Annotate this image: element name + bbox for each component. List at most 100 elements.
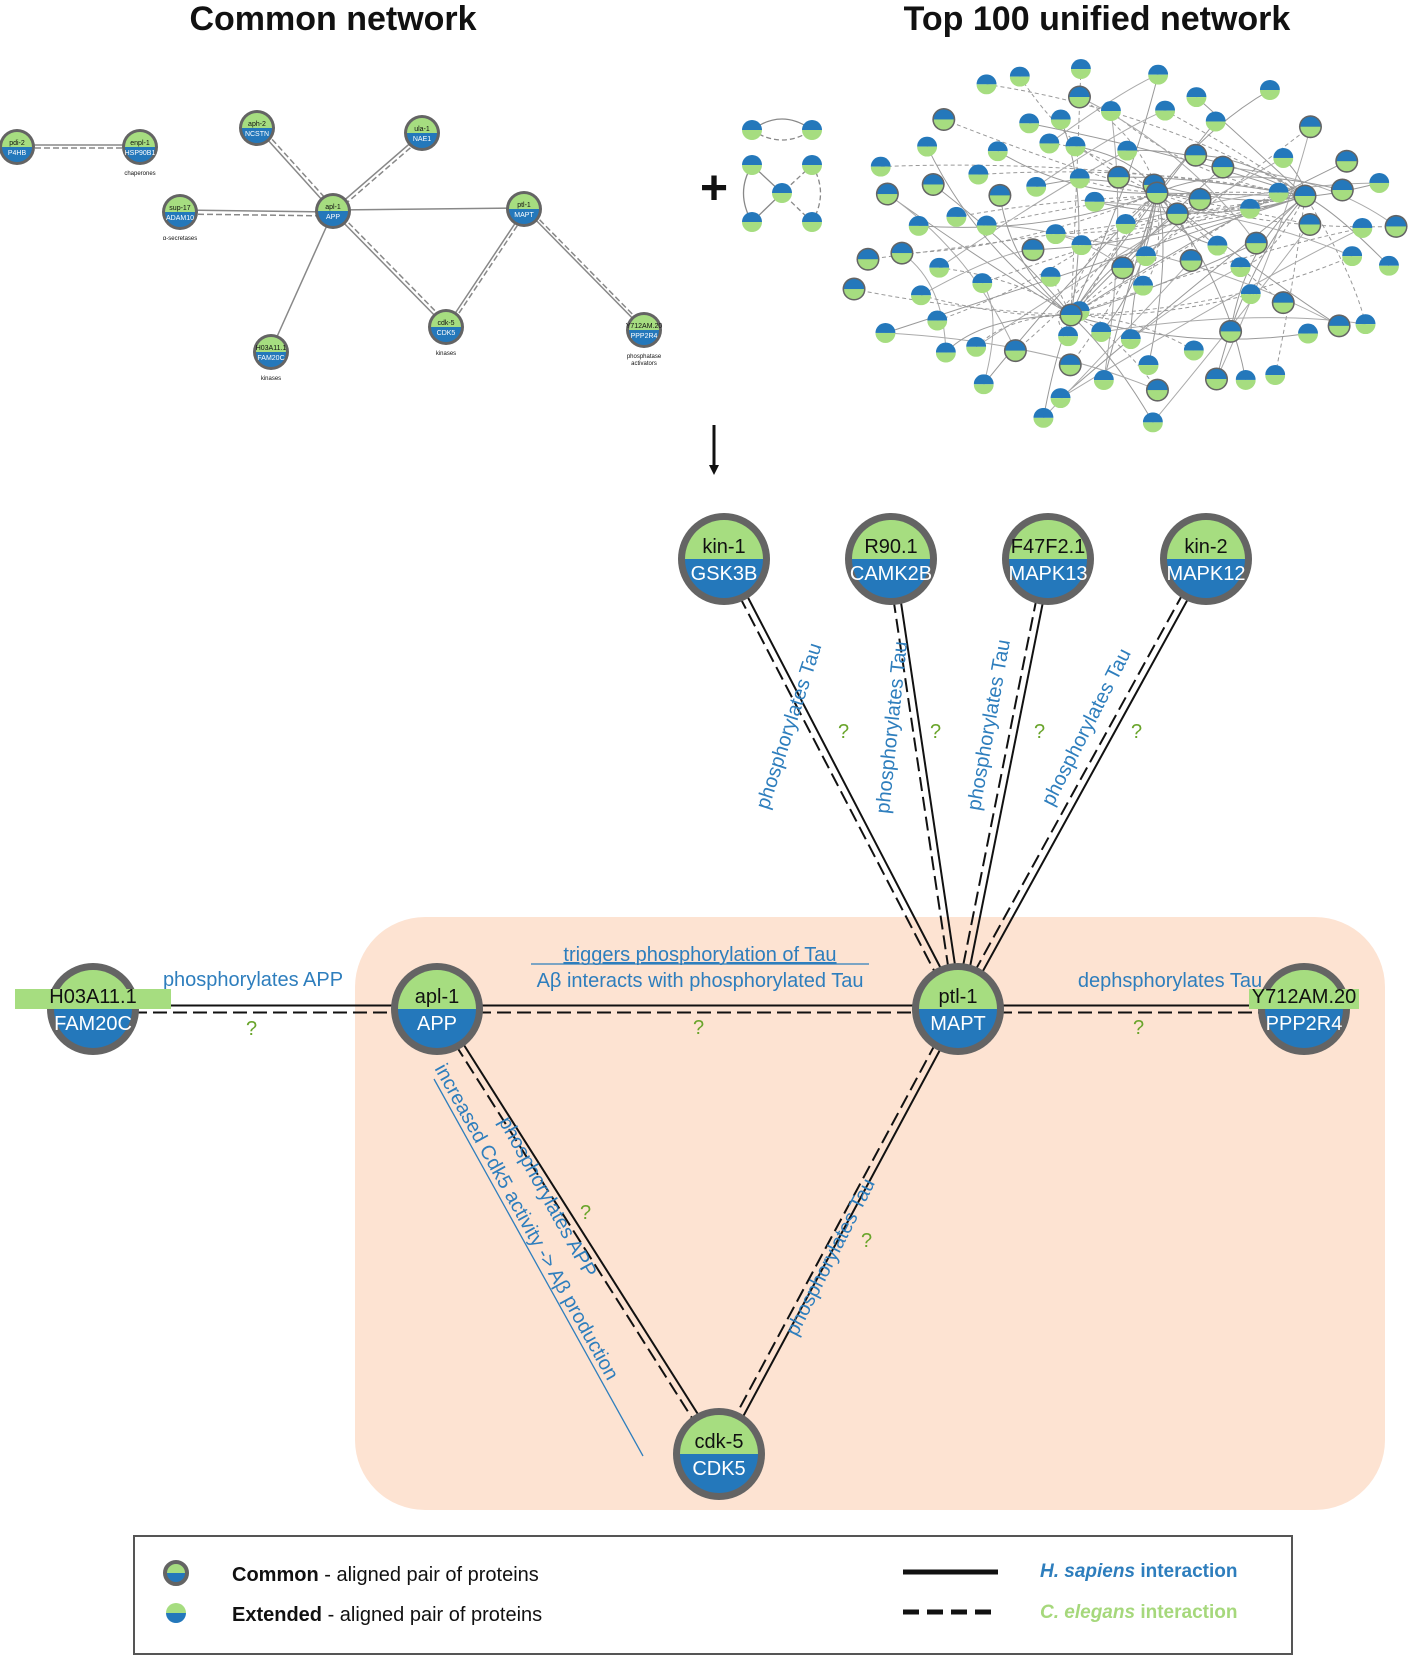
underline-apl1-cdk5: [433, 1078, 644, 1457]
edge-ce-kin1-ptl1: [720, 560, 956, 1012]
edge-ce-ptl1-cdk5: [715, 1006, 956, 1453]
legend-extended-symbol: [166, 1603, 186, 1623]
node-label-human: MAPK12: [1167, 563, 1246, 585]
extended-motif-nodes: [742, 120, 822, 232]
svg-text:ptl-1: ptl-1: [517, 202, 531, 209]
legend-ce-species: C. elegans: [1040, 1602, 1135, 1623]
edge-hs-kin1-ptl1: [726, 556, 962, 1008]
legend-common-text: Common - aligned pair of proteins: [232, 1564, 539, 1586]
legend-extended-bold: Extended: [232, 1604, 322, 1626]
node-label-caenorhabditis: R90.1: [864, 536, 917, 558]
main-network-edges: [93, 556, 1304, 1457]
question-kin1-ptl1: ?: [838, 721, 849, 743]
svg-text:NCSTN: NCSTN: [245, 131, 269, 138]
svg-text:NAE1: NAE1: [413, 136, 431, 143]
svg-text:P4HB: P4HB: [8, 150, 27, 157]
edge-ce-f47-ptl1: [953, 558, 1046, 1009]
question-h03-apl1: ?: [246, 1018, 257, 1040]
legend-box: [133, 1535, 1293, 1655]
common-network-title: Common network: [189, 0, 476, 38]
svg-text:ula-1: ula-1: [414, 126, 430, 133]
question-apl1-ptl1: ?: [693, 1017, 704, 1039]
svg-text:phosphatase: phosphatase: [627, 354, 662, 360]
svg-text:Y712AM.20: Y712AM.20: [626, 323, 663, 330]
unified-network-graph: [842, 59, 1408, 433]
svg-text:activators: activators: [631, 361, 657, 367]
edge-hs-apl1-cdk5: [439, 1006, 723, 1453]
edge-label-abeta-tau: Aβ interacts with phosphorylated Tau: [537, 970, 864, 992]
node-label-caenorhabditis: cdk-5: [695, 1431, 744, 1453]
legend-hs-species: H. sapiens: [1040, 1561, 1135, 1582]
node-label-human: GSK3B: [691, 563, 758, 585]
node-label-caenorhabditis: ptl-1: [939, 986, 978, 1008]
svg-text:cdk-5: cdk-5: [437, 320, 454, 327]
edge-hs-f47-ptl1: [960, 559, 1053, 1010]
edge-label-r901-ptl1: phosphorylates Tau: [872, 640, 912, 814]
svg-text:HSP90B1: HSP90B1: [125, 150, 156, 157]
legend: Common - aligned pair of proteins Extend…: [133, 1535, 1293, 1655]
edge-ce-r901-ptl1: [886, 559, 956, 1010]
svg-text:α-secretases: α-secretases: [163, 236, 197, 242]
node-label-caenorhabditis: kin-2: [1184, 536, 1227, 558]
node-label-human: FAM20C: [54, 1013, 132, 1035]
question-kin2-ptl1: ?: [1131, 721, 1142, 743]
legend-ce-text: C. elegans interaction: [1040, 1602, 1237, 1623]
node-label-human: MAPK13: [1009, 563, 1088, 585]
node-label-human: CAMK2B: [850, 563, 932, 585]
legend-common-rest: - aligned pair of proteins: [319, 1564, 539, 1586]
svg-text:kinases: kinases: [436, 351, 456, 357]
svg-text:aph-2: aph-2: [248, 121, 266, 128]
edge-label-ptl1-y712: dephsphorylates Tau: [1078, 970, 1262, 992]
node-label-human: CDK5: [692, 1458, 745, 1480]
svg-text:enpl-1: enpl-1: [130, 140, 150, 147]
edge-ce-kin2-ptl1: [954, 556, 1204, 1008]
svg-text:FAM20C: FAM20C: [257, 355, 284, 362]
node-label-caenorhabditis: kin-1: [702, 536, 745, 558]
edge-hs-r901-ptl1: [893, 558, 963, 1009]
node-label-caenorhabditis: Y712AM.20: [1252, 986, 1357, 1008]
svg-text:chaperones: chaperones: [124, 171, 155, 177]
svg-text:PPP2R4: PPP2R4: [631, 333, 658, 340]
svg-text:sup-17: sup-17: [169, 205, 191, 212]
legend-common-symbol: [163, 1560, 189, 1586]
node-label-caenorhabditis: H03A11.1: [49, 986, 136, 1008]
svg-text:apl-1: apl-1: [325, 204, 341, 211]
legend-extended-text: Extended - aligned pair of proteins: [232, 1604, 542, 1626]
question-ptl1-y712: ?: [1133, 1017, 1144, 1039]
edge-label-h03-apl1: phosphorylates APP: [163, 969, 343, 991]
edge-hs-kin2-ptl1: [960, 560, 1210, 1012]
svg-text:pdi-2: pdi-2: [9, 140, 25, 147]
node-label-human: APP: [417, 1013, 457, 1035]
legend-hs-rest: interaction: [1135, 1561, 1237, 1582]
svg-text:ADAM10: ADAM10: [166, 215, 194, 222]
unified-network-title: Top 100 unified network: [904, 0, 1291, 38]
node-label-caenorhabditis: apl-1: [415, 986, 459, 1008]
svg-text:CDK5: CDK5: [437, 330, 456, 337]
question-f47-ptl1: ?: [1034, 721, 1045, 743]
svg-text:H03A11.1: H03A11.1: [256, 345, 287, 352]
edge-hs-ptl1-cdk5: [721, 1010, 962, 1457]
edge-label-apl1-ptl1: triggers phosphorylation of Tau: [563, 944, 836, 966]
question-r901-ptl1: ?: [930, 721, 941, 743]
legend-common-bold: Common: [232, 1564, 319, 1586]
edge-ce-apl1-cdk5: [433, 1010, 717, 1457]
plus-sign: +: [700, 162, 728, 215]
legend-ce-rest: interaction: [1135, 1602, 1237, 1623]
